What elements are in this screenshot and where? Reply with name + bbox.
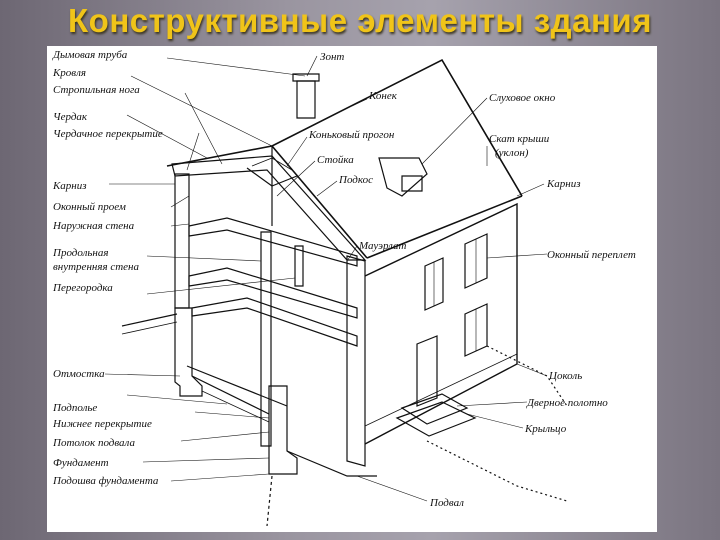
label-attic-floor: Чердачное перекрытие (53, 128, 163, 140)
label-eaves-right: Карниз (546, 178, 581, 190)
label-lower-floor: Нижнее перекрытие (52, 418, 152, 430)
diagram-panel: Дымовая труба Кровля Стропильная нога Че… (47, 46, 657, 532)
label-umbrella: Зонт (320, 51, 344, 63)
label-porch: Крыльцо (524, 423, 567, 435)
label-ridge: Конек (368, 90, 398, 102)
label-door-leaf: Дверное полотно (526, 397, 608, 409)
label-basement-ceiling: Потолок подвала (52, 437, 135, 449)
label-post: Стойка (317, 154, 354, 166)
label-inner-wall-2: внутренняя стена (53, 261, 139, 273)
label-window-opening: Оконный проем (53, 201, 126, 213)
label-roof-slope-1: Скат крыши (489, 133, 550, 145)
label-outer-wall: Наружная стена (52, 220, 135, 232)
label-attic: Чердак (53, 111, 88, 123)
label-ridge-purlin: Коньковый прогон (308, 129, 395, 141)
cutaway-walls (171, 155, 367, 467)
ground (121, 313, 568, 527)
label-inner-wall-1: Продольная (52, 247, 108, 259)
labels-left: Дымовая труба Кровля Стропильная нога Че… (52, 49, 163, 487)
label-rafter-leg: Стропильная нога (53, 84, 140, 96)
facade (364, 202, 518, 445)
label-foundation: Фундамент (53, 457, 109, 469)
labels-right: Зонт Конек Коньковый прогон Стойка Подко… (308, 51, 636, 509)
label-mauerlat: Мауэрлат (358, 240, 406, 252)
label-roof-slope-2: (уклон) (495, 147, 529, 159)
label-blind-area: Отмостка (53, 368, 105, 380)
label-dormer: Слуховое окно (489, 92, 556, 104)
building-diagram: Дымовая труба Кровля Стропильная нога Че… (52, 49, 636, 527)
leader-lines (104, 55, 548, 502)
page-title: Конструктивные элементы здания (68, 2, 652, 39)
label-strut: Подкос (338, 174, 373, 186)
label-chimney: Дымовая труба (52, 49, 128, 61)
label-crawl-space: Подполье (52, 402, 97, 414)
label-plinth: Цоколь (548, 370, 582, 382)
dormer-window (378, 157, 428, 197)
label-window-sash: Оконный переплет (547, 249, 636, 261)
chimney (292, 73, 320, 119)
label-roof: Кровля (52, 67, 86, 79)
label-eaves-left: Карниз (52, 180, 87, 192)
label-foundation-base: Подошва фундамента (52, 475, 159, 487)
label-basement: Подвал (429, 497, 464, 509)
label-partition: Перегородка (52, 282, 113, 294)
